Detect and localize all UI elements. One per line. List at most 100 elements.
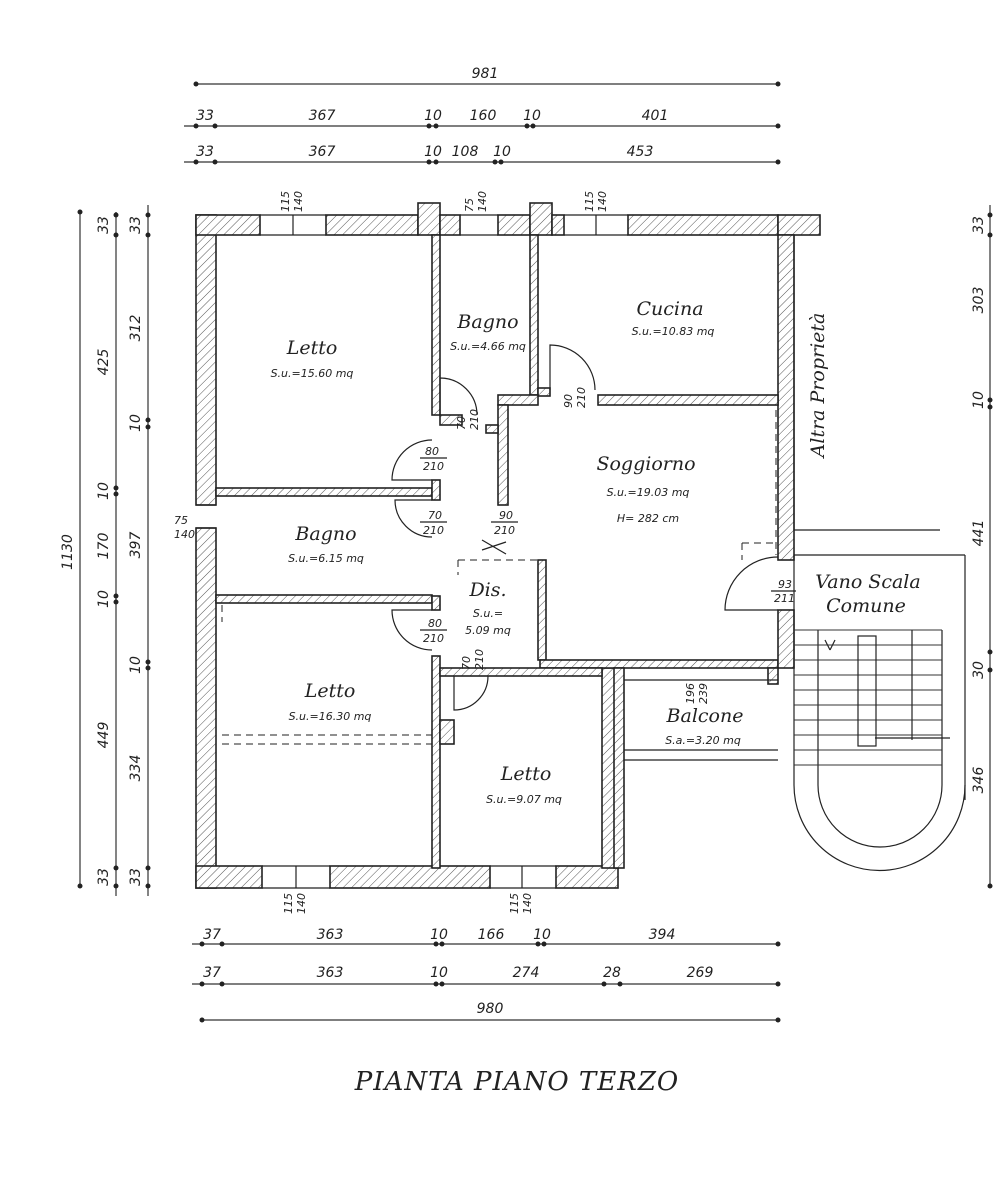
dim-top-total: 981: [472, 66, 499, 82]
dim-top-2-c: 10: [424, 144, 442, 160]
room-letto-3: Letto: [500, 763, 552, 785]
dim-right-f: 346: [971, 767, 987, 794]
dim-top-2-b: 367: [309, 144, 336, 160]
windows: [196, 214, 628, 889]
door-swings: [391, 344, 779, 711]
svg-text:140: 140: [476, 191, 489, 212]
dim-bot-1-f: 394: [649, 927, 676, 943]
dim-bot-1-e: 10: [533, 927, 551, 943]
area-bagno-2: S.u.=6.15 mq: [288, 552, 364, 565]
area-dis-2: 5.09 mq: [465, 624, 511, 637]
svg-text:210: 210: [575, 387, 588, 408]
dim-left-1-d: 170: [96, 533, 112, 560]
svg-text:140: 140: [295, 893, 308, 914]
area-cucina: S.u.=10.83 mq: [632, 325, 715, 338]
dim-bot-2-a: 37: [203, 965, 221, 981]
dim-top-2-d: 108: [452, 144, 479, 160]
svg-text:239: 239: [697, 683, 710, 704]
svg-text:80: 80: [428, 617, 442, 630]
left-dimensions: 1130 33 425 10 170 10 449 33 33 312 10 3…: [60, 205, 151, 896]
room-soggiorno: Soggiorno: [596, 453, 695, 475]
dim-bot-2-f: 269: [687, 965, 714, 981]
area-dis-1: S.u.=: [473, 607, 503, 620]
dim-top-2-a: 33: [196, 144, 214, 160]
dim-left-2-a: 33: [128, 216, 144, 234]
dim-bot-2-d: 274: [513, 965, 540, 981]
dim-left-2-b: 312: [128, 315, 144, 342]
dim-right-a: 33: [971, 216, 987, 234]
dim-bot-2-b: 363: [317, 965, 344, 981]
dim-top-1-c: 10: [424, 108, 442, 124]
svg-text:115: 115: [282, 893, 295, 914]
room-bagno-1: Bagno: [456, 311, 518, 333]
dim-top-1-d: 160: [470, 108, 497, 124]
svg-text:196: 196: [684, 683, 697, 704]
height-soggiorno: H= 282 cm: [617, 512, 679, 525]
balcony-outline: [624, 679, 778, 761]
dim-bot-1-d: 166: [478, 927, 505, 943]
dim-left-1-c: 10: [96, 482, 112, 500]
dim-left-2-d: 397: [128, 532, 144, 559]
dim-bot-2-c: 10: [430, 965, 448, 981]
dim-bot-1-c: 10: [430, 927, 448, 943]
dim-bot-2-e: 28: [603, 965, 621, 981]
area-letto-1: S.u.=15.60 mq: [271, 367, 354, 380]
svg-text:70: 70: [460, 656, 473, 670]
room-letto-2: Letto: [304, 680, 356, 702]
svg-text:90: 90: [499, 509, 513, 522]
room-letto-1: Letto: [286, 337, 338, 359]
dim-top-2-e: 10: [493, 144, 511, 160]
area-letto-2: S.u.=16.30 mq: [289, 710, 372, 723]
room-cucina: Cucina: [636, 298, 703, 320]
stairwell: [793, 235, 966, 872]
dim-top-2-f: 453: [627, 144, 654, 160]
walls: [195, 202, 821, 889]
room-labels: Letto S.u.=15.60 mq Bagno S.u.=4.66 mq C…: [271, 298, 921, 806]
dim-left-1-b: 425: [96, 349, 112, 376]
svg-text:70: 70: [428, 509, 442, 522]
svg-text:75: 75: [174, 514, 188, 527]
dim-left-1-f: 449: [96, 722, 112, 749]
area-letto-3: S.u.=9.07 mq: [486, 793, 562, 806]
svg-text:210: 210: [468, 409, 481, 430]
dim-top-1-b: 367: [309, 108, 336, 124]
room-bagno-2: Bagno: [294, 523, 356, 545]
dim-left-1-a: 33: [96, 216, 112, 234]
dim-top-1-f: 401: [642, 108, 669, 124]
svg-text:80: 80: [425, 445, 439, 458]
dim-right-d: 441: [971, 520, 987, 547]
dim-right-b: 303: [971, 287, 987, 314]
right-dimensions: 33 303 10 441 30 346: [971, 205, 993, 889]
dim-left-2-c: 10: [128, 414, 144, 432]
svg-text:210: 210: [423, 632, 444, 645]
dim-left-2-g: 33: [128, 868, 144, 886]
svg-text:115: 115: [279, 191, 292, 212]
svg-text:115: 115: [508, 893, 521, 914]
bottom-dimensions: 37 363 10 166 10 394 37 363 10 274 28 26…: [192, 927, 781, 1023]
label-comune: Comune: [826, 595, 906, 617]
room-dis: Dis.: [468, 579, 506, 601]
svg-text:210: 210: [423, 460, 444, 473]
dim-top-1-a: 33: [196, 108, 214, 124]
svg-text:210: 210: [494, 524, 515, 537]
svg-text:75: 75: [463, 198, 476, 212]
dim-left-1-e: 10: [96, 590, 112, 608]
opening-labels: 115 140 75 140 115 140 75 140 115 140 11…: [174, 191, 796, 914]
svg-text:210: 210: [473, 649, 486, 670]
dim-right-c: 10: [971, 391, 987, 409]
svg-text:70: 70: [455, 416, 468, 430]
area-balcone: S.a.=3.20 mq: [665, 734, 741, 747]
area-bagno-1: S.u.=4.66 mq: [450, 340, 526, 353]
dim-left-2-e: 10: [128, 656, 144, 674]
svg-text:140: 140: [292, 191, 305, 212]
area-soggiorno: S.u.=19.03 mq: [607, 486, 690, 499]
svg-text:140: 140: [521, 893, 534, 914]
label-altra-proprieta: Altra Proprietà: [807, 313, 829, 460]
svg-text:115: 115: [583, 191, 596, 212]
dim-bot-total: 980: [477, 1001, 504, 1017]
dim-left-total: 1130: [60, 534, 76, 570]
svg-text:210: 210: [423, 524, 444, 537]
svg-text:90: 90: [562, 394, 575, 408]
plan-title: PIANTA PIANO TERZO: [354, 1067, 679, 1097]
